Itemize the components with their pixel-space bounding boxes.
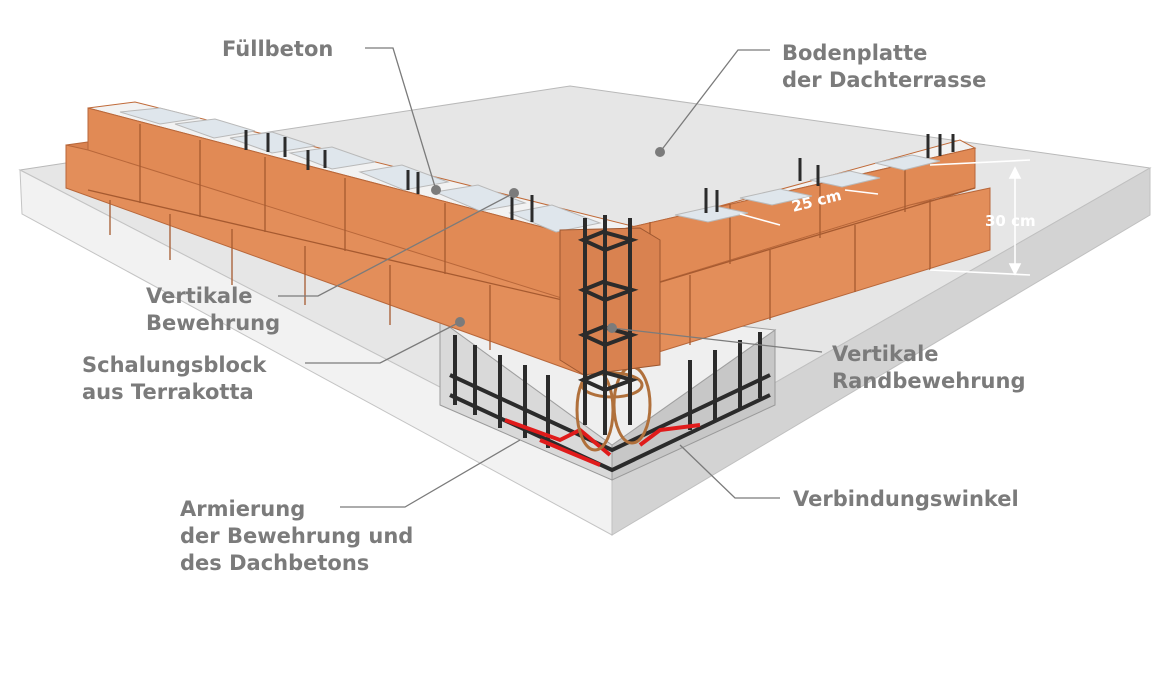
label-vertikale-bewehrung-line2: Bewehrung <box>146 311 281 335</box>
label-schalungsblock-line1: Schalungsblock <box>82 353 267 377</box>
left-wall <box>65 101 641 376</box>
dimension-markers <box>739 159 1031 276</box>
dimension-height: 30 cm <box>985 212 1036 230</box>
label-bodenplatte-line2: der Dachterrasse <box>782 68 987 92</box>
protruding-rebars <box>244 130 955 222</box>
label-verbindungswinkel: Verbindungswinkel <box>793 486 1019 513</box>
label-schalungsblock-line2: aus Terrakotta <box>82 380 254 404</box>
cage-rebars <box>449 332 771 473</box>
label-armierung-line2: der Bewehrung und <box>180 524 414 548</box>
label-vertikale-randbewehrung: Vertikale Randbewehrung <box>832 341 1025 395</box>
label-bodenplatte: Bodenplatte der Dachterrasse <box>782 40 986 94</box>
leader-dots <box>431 147 665 333</box>
label-armierung: Armierung der Bewehrung und des Dachbeto… <box>180 496 413 577</box>
label-vertikale-randbewehrung-line1: Vertikale <box>832 342 939 366</box>
label-schalungsblock: Schalungsblock aus Terrakotta <box>82 352 266 406</box>
leader-lines <box>278 47 823 508</box>
label-vertikale-randbewehrung-line2: Randbewehrung <box>832 369 1026 393</box>
label-vertikale-bewehrung: Vertikale Bewehrung <box>146 283 280 337</box>
label-armierung-line3: des Dachbetons <box>180 551 370 575</box>
left-wall-joints <box>87 124 585 350</box>
right-wall-cavities <box>674 154 941 223</box>
label-fuellbeton-text: Füllbeton <box>222 37 334 61</box>
label-fuellbeton: Füllbeton <box>222 36 333 63</box>
label-verbindungswinkel-text: Verbindungswinkel <box>793 487 1019 511</box>
corner-column <box>559 215 661 435</box>
red-stirrups <box>504 418 701 467</box>
label-armierung-line1: Armierung <box>180 497 306 521</box>
label-bodenplatte-line1: Bodenplatte <box>782 41 928 65</box>
label-vertikale-bewehrung-line1: Vertikale <box>146 284 253 308</box>
corner-rebars <box>577 215 639 435</box>
